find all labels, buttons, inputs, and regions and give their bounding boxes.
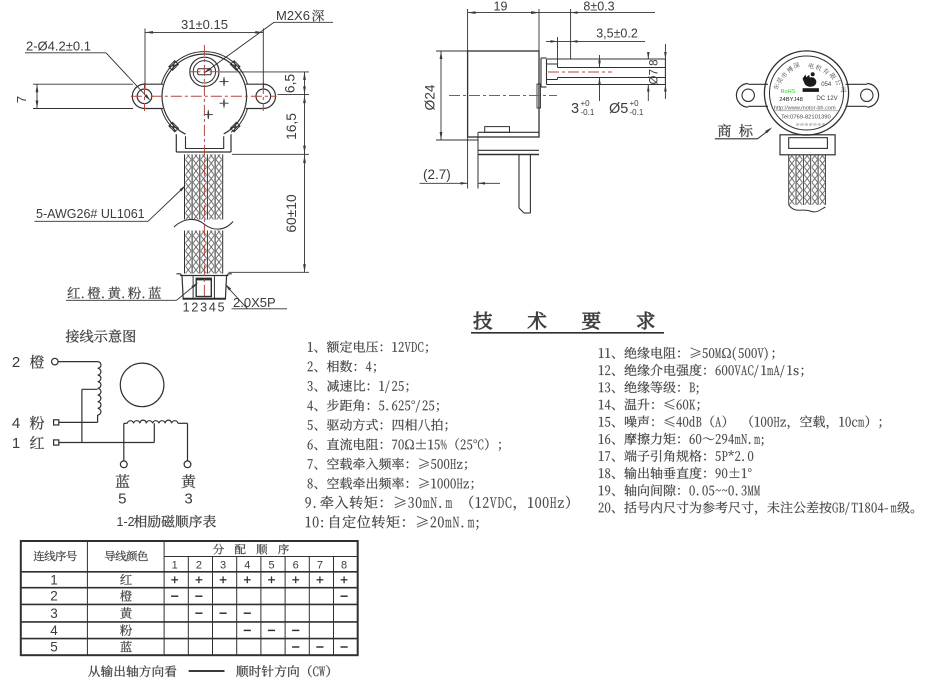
svg-text:DC 12V: DC 12V: [816, 95, 838, 102]
svg-text:24BYJ48: 24BYJ48: [779, 97, 803, 103]
svg-text:1: 1: [12, 435, 20, 452]
svg-text:Ø24: Ø24: [423, 84, 438, 110]
svg-text:-0.1: -0.1: [581, 108, 595, 117]
svg-text:Tel:0769-82101390: Tel:0769-82101390: [781, 114, 831, 120]
svg-text:6: 6: [293, 560, 299, 572]
svg-text:16,5: 16,5: [284, 113, 299, 140]
svg-text:60±10: 60±10: [284, 194, 299, 233]
svg-text:3: 3: [184, 491, 192, 508]
svg-text:4: 4: [12, 415, 20, 432]
svg-text:(2.7): (2.7): [423, 167, 451, 182]
svg-text:8±0.3: 8±0.3: [583, 0, 614, 14]
svg-text:2: 2: [50, 589, 58, 604]
svg-text:Ø5: Ø5: [609, 101, 628, 117]
svg-text:http://www.motor-bh.com: http://www.motor-bh.com: [774, 106, 836, 112]
svg-text:2.0X5P: 2.0X5P: [233, 295, 276, 310]
svg-text:5: 5: [118, 491, 126, 508]
svg-text:4: 4: [244, 560, 250, 572]
svg-text:+0: +0: [581, 99, 591, 108]
svg-text:5: 5: [268, 560, 274, 572]
svg-text:2: 2: [196, 560, 202, 572]
svg-text:+0: +0: [630, 99, 640, 108]
svg-text:1: 1: [50, 572, 58, 587]
svg-text:3: 3: [50, 606, 58, 621]
svg-text:M2X6: M2X6: [276, 8, 310, 23]
svg-text:1-2: 1-2: [117, 515, 135, 529]
svg-text:2: 2: [12, 354, 20, 371]
svg-text:8: 8: [341, 560, 347, 572]
svg-text:7: 7: [317, 560, 323, 572]
svg-text:4: 4: [50, 623, 58, 638]
svg-text:054: 054: [821, 82, 832, 88]
svg-text:-0.1: -0.1: [630, 108, 644, 117]
svg-text:6,5: 6,5: [283, 74, 298, 94]
svg-text:1: 1: [172, 560, 178, 572]
svg-text:3,5±0.2: 3,5±0.2: [596, 27, 638, 41]
svg-text:19: 19: [494, 0, 508, 14]
svg-text:5: 5: [50, 640, 58, 655]
svg-text:2-Ø4.2±0.1: 2-Ø4.2±0.1: [26, 39, 91, 54]
svg-text:12345: 12345: [183, 301, 227, 315]
svg-text:RoHS: RoHS: [781, 89, 796, 95]
svg-text:3: 3: [220, 560, 226, 572]
svg-text:5-AWG26# UL1061: 5-AWG26# UL1061: [36, 207, 145, 221]
svg-text:3: 3: [571, 101, 579, 117]
svg-text:Ø7.8: Ø7.8: [649, 60, 661, 85]
svg-text:7: 7: [14, 96, 29, 103]
svg-text:31±0.15: 31±0.15: [181, 17, 228, 32]
